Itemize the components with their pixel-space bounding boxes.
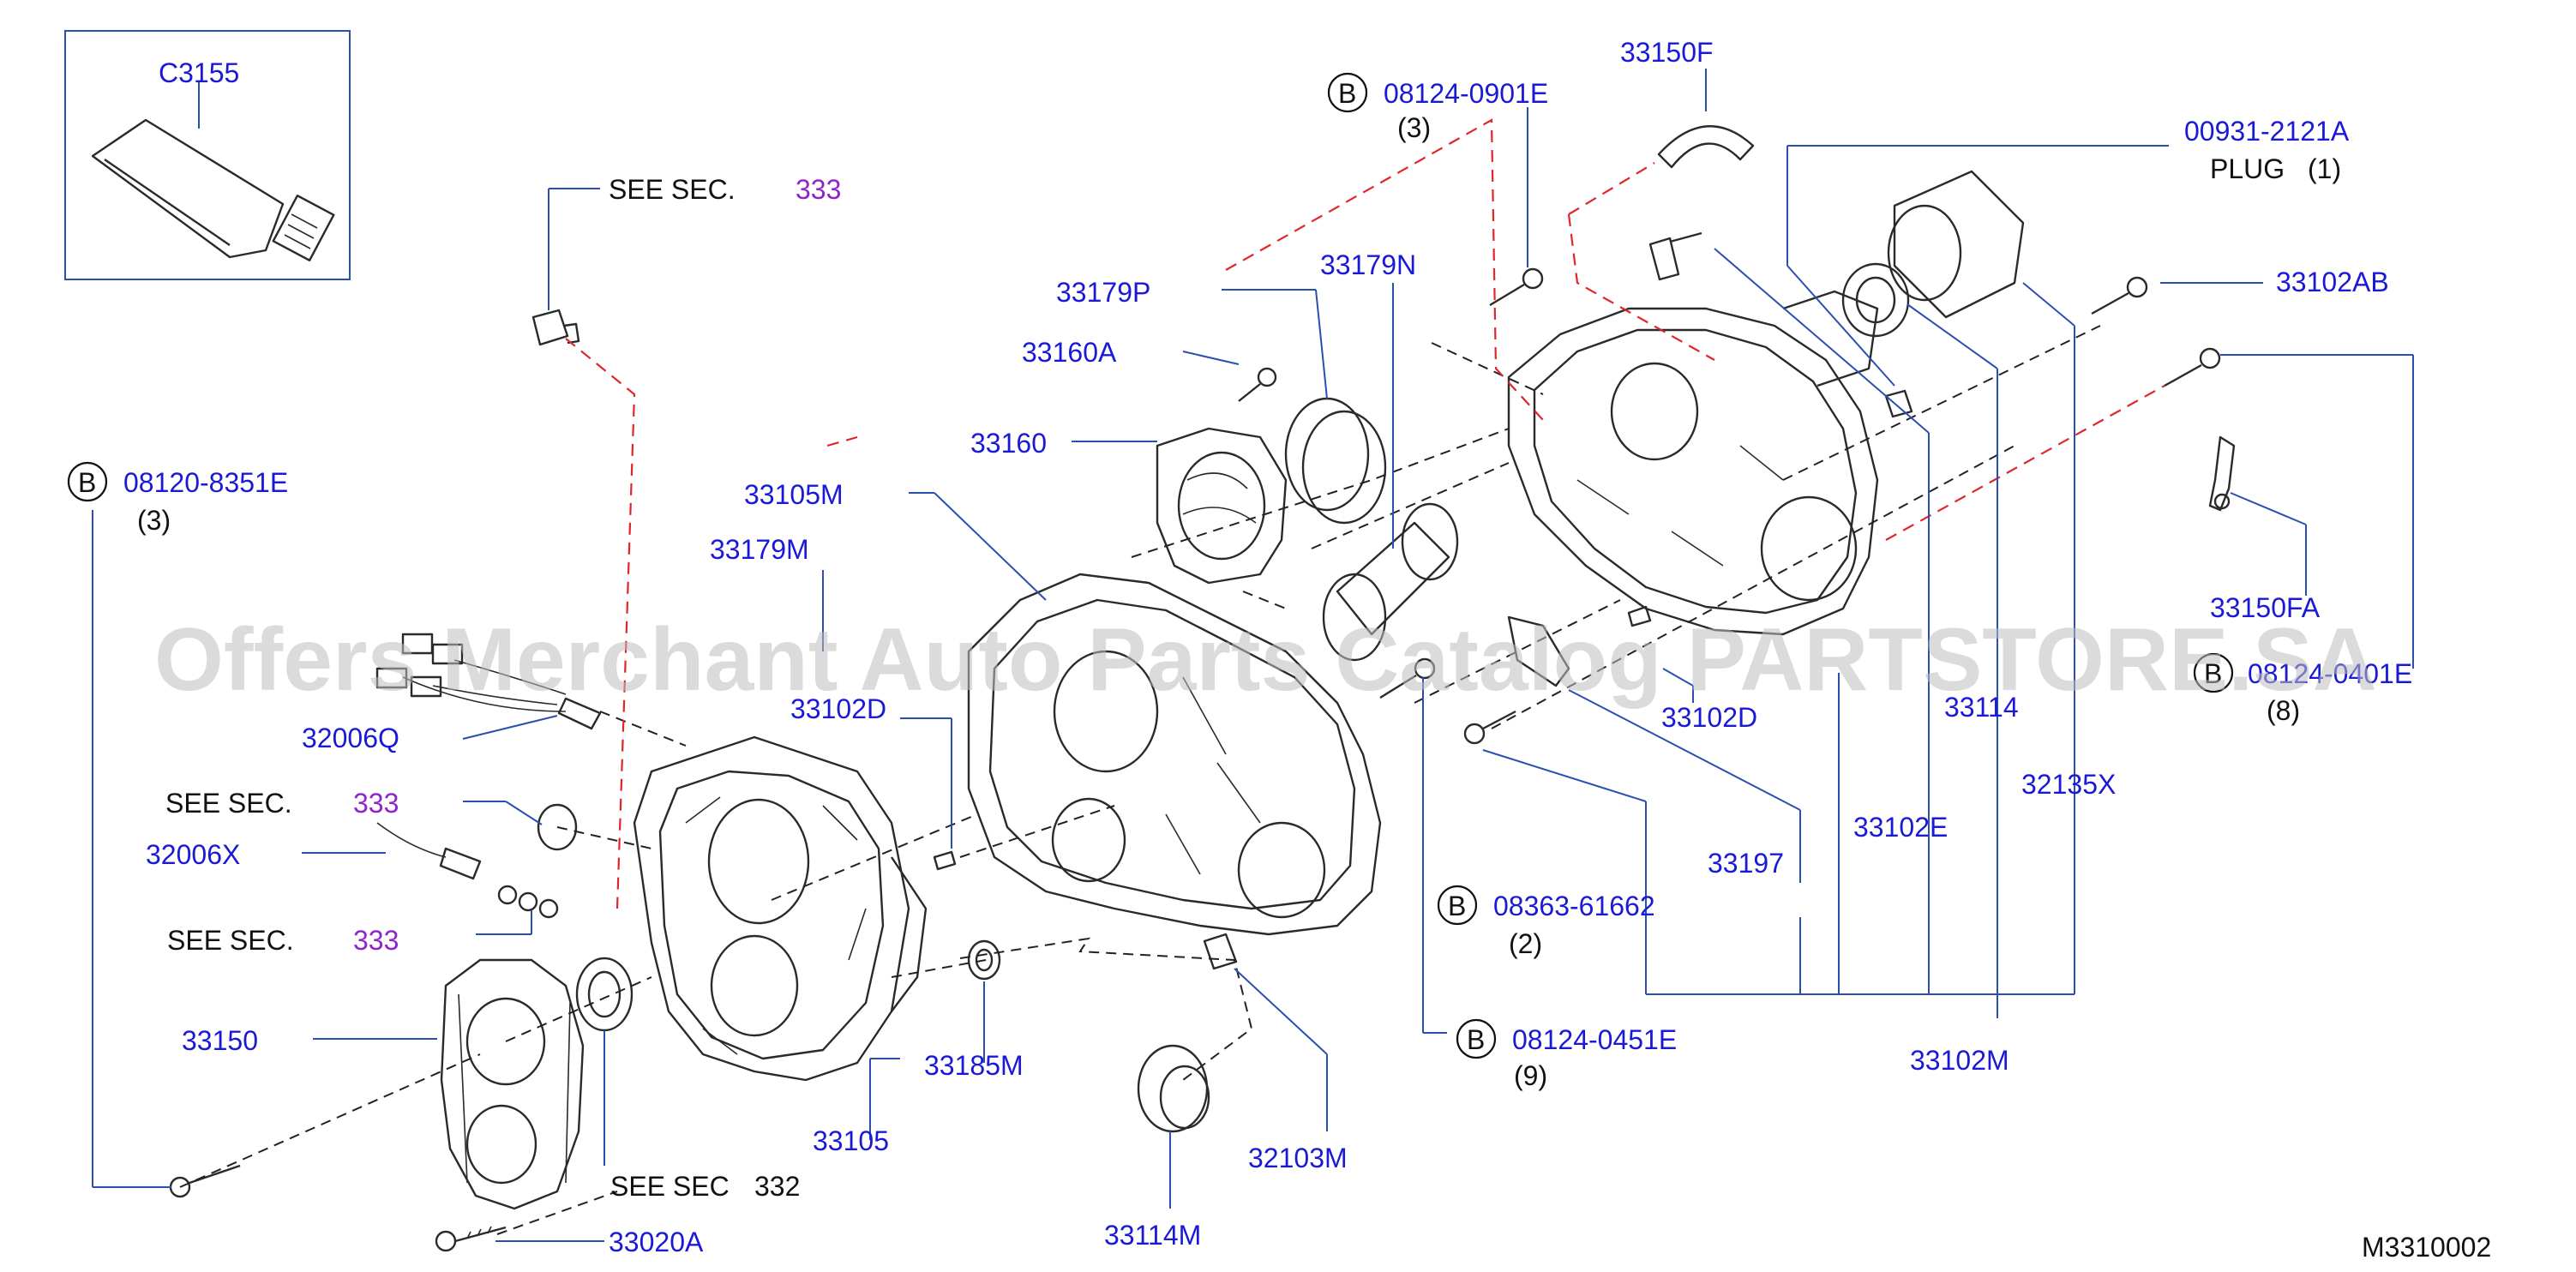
bolt-callout-1-qty: (3) xyxy=(1397,112,1431,143)
part-label: 33102E xyxy=(1853,812,1948,843)
bolt-08120-icon xyxy=(169,1164,241,1198)
bolt-callout-1-part: 08124-0901E xyxy=(1384,78,1548,109)
part-label: 33114 xyxy=(1944,692,2019,723)
see-section-number-4: 332 xyxy=(754,1171,800,1202)
bracket-33150fa-icon xyxy=(2208,435,2236,512)
bolt-callout-4-part: 08124-0451E xyxy=(1512,1024,1677,1055)
part-label: 33179N xyxy=(1320,249,1416,280)
part-label: 32006X xyxy=(146,839,240,870)
dowel-pin-left-icon xyxy=(933,850,957,871)
part-label: 33102D xyxy=(1661,702,1757,733)
bolt-marker-letter: B xyxy=(1448,891,1466,921)
part-label: 33105 xyxy=(813,1125,889,1156)
bolt-33102ab-icon xyxy=(2091,276,2148,315)
bolt-marker-circle xyxy=(1327,72,1368,113)
part-label: 33114M xyxy=(1104,1220,1201,1251)
part-label: 32103M xyxy=(1248,1143,1348,1173)
part-label: 33179P xyxy=(1056,277,1150,308)
sensor-32006x-icon xyxy=(376,822,482,880)
watermark-text: Offers Merchant Auto Parts Catalog PARTS… xyxy=(154,610,2377,710)
see-section-label-2: SEE SEC. xyxy=(165,788,292,819)
part-label: 33020A xyxy=(609,1227,704,1257)
part-label: 33150FA xyxy=(2210,592,2321,623)
part-label: 33197 xyxy=(1708,848,1784,879)
bolt-08363-icon xyxy=(1463,710,1516,745)
bolt-marker-circle xyxy=(2193,652,2234,693)
bolt-callout-2-qty: (3) xyxy=(137,505,171,536)
part-label: 33185M xyxy=(924,1050,1024,1081)
bolt-08124-0401e-icon xyxy=(2164,347,2221,387)
plug-32103m-icon xyxy=(1203,933,1238,970)
seal-33179p xyxy=(1284,397,1387,525)
part-label: 33102AB xyxy=(2276,267,2389,297)
bearing-33114-icon xyxy=(1841,262,1910,338)
plug-callout-desc: PLUG xyxy=(2210,153,2285,184)
bolt-callout-5-part: 08124-0401E xyxy=(2248,658,2412,689)
grease-tube-icon xyxy=(91,118,335,261)
part-label: 33150 xyxy=(182,1025,258,1056)
bolt-08124-0901e-icon xyxy=(1489,267,1544,307)
bolt-callout-3-part: 08363-61662 xyxy=(1493,891,1655,921)
see-section-number-1: 333 xyxy=(796,174,841,205)
part-label: 32135X xyxy=(2021,769,2116,800)
shim-33150f-icon xyxy=(1657,125,1755,169)
bearing-33185m-icon xyxy=(967,939,1001,981)
part-label: 33102D xyxy=(790,693,886,724)
part-label: 33102M xyxy=(1910,1045,2009,1076)
harness-connector-icon xyxy=(375,633,602,730)
see-section-label-3: SEE SEC. xyxy=(167,925,294,956)
bolt-marker-circle xyxy=(1437,885,1478,926)
inset-box xyxy=(64,30,351,280)
plug-set-icon xyxy=(497,885,559,919)
bolt-marker-circle xyxy=(67,461,108,502)
pin-33102e-icon xyxy=(1648,231,1702,281)
drain-plug-icon xyxy=(531,309,580,346)
dowel-pin-right-icon xyxy=(1627,605,1652,627)
bolt-marker-letter: B xyxy=(2204,658,2222,689)
bolt-33020a-icon xyxy=(435,1226,507,1252)
part-label: 32006Q xyxy=(302,723,399,753)
bolt-08124-0451e-icon xyxy=(1379,657,1436,699)
part-label: 33179M xyxy=(710,534,809,565)
sleeve-33179n xyxy=(1322,502,1459,662)
adapter-33160 xyxy=(1156,427,1288,585)
see-section-label-4: SEE SEC xyxy=(610,1171,730,1202)
bolt-marker-circle xyxy=(1456,1018,1497,1059)
bolt-callout-2-part: 08120-8351E xyxy=(123,467,288,498)
bolt-marker-letter: B xyxy=(1467,1024,1485,1055)
bolt-callout-5-qty: (8) xyxy=(2267,695,2300,726)
part-label: 33150F xyxy=(1620,37,1714,68)
plug-00931-icon xyxy=(1884,389,1913,418)
bolt-callout-4-qty: (9) xyxy=(1514,1060,1547,1091)
plug-cap-icon xyxy=(537,803,578,851)
part-label: 33160 xyxy=(970,428,1047,459)
transfer-case-rear-housing xyxy=(1507,290,1879,636)
bolt-marker-letter: B xyxy=(1338,78,1356,109)
front-cover-33150 xyxy=(440,958,585,1210)
transfer-case-center-housing xyxy=(967,573,1382,936)
plug-callout-qty: (1) xyxy=(2308,153,2341,184)
seal-32135x-icon xyxy=(1887,170,2025,319)
oil-seal-left xyxy=(575,957,633,1032)
see-section-number-3: 333 xyxy=(353,925,399,956)
seal-33114m-icon xyxy=(1137,1044,1210,1133)
transfer-case-front-housing xyxy=(633,735,928,1082)
bolt-marker-letter: B xyxy=(78,467,96,498)
see-section-number-2: 333 xyxy=(353,788,399,819)
inset-label: C3155 xyxy=(159,57,239,88)
bolt-callout-3-qty: (2) xyxy=(1509,928,1542,959)
plug-callout-part: 00931-2121A xyxy=(2184,116,2350,147)
part-label: 33160A xyxy=(1022,337,1117,368)
see-section-label-1: SEE SEC. xyxy=(609,174,736,205)
part-label: 33105M xyxy=(744,479,844,510)
diagram-code: M3310002 xyxy=(2362,1232,2491,1263)
bolt-33160a-icon xyxy=(1238,367,1277,402)
